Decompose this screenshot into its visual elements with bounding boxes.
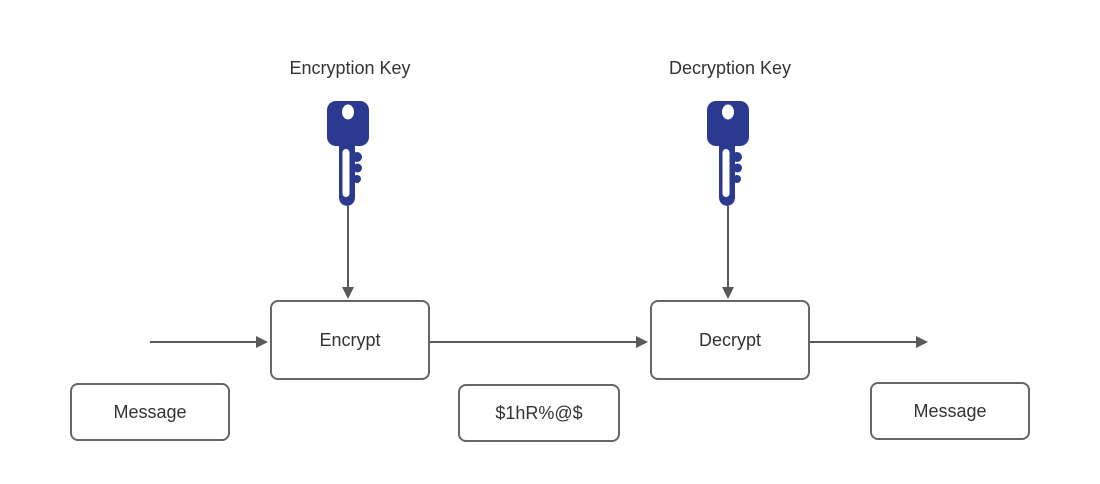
ciphertext-box: $1hR%@$ [458,384,620,442]
decryption-key-label: Decryption Key [668,58,792,78]
encryption-key-icon [327,101,369,206]
message-input-box: Message [70,383,230,441]
arrow-decrypt-to-output [810,336,928,348]
arrow-input-to-encrypt [150,336,268,348]
arrow-enckey-to-encrypt [342,206,354,299]
arrow-encrypt-to-decrypt [430,336,648,348]
decrypt-box: Decrypt [650,300,810,380]
message-output-box: Message [870,382,1030,440]
decryption-key-icon [707,101,749,206]
arrow-deckey-to-decrypt [722,206,734,299]
encrypt-box: Encrypt [270,300,430,380]
encryption-key-label: Encryption Key [289,58,411,78]
